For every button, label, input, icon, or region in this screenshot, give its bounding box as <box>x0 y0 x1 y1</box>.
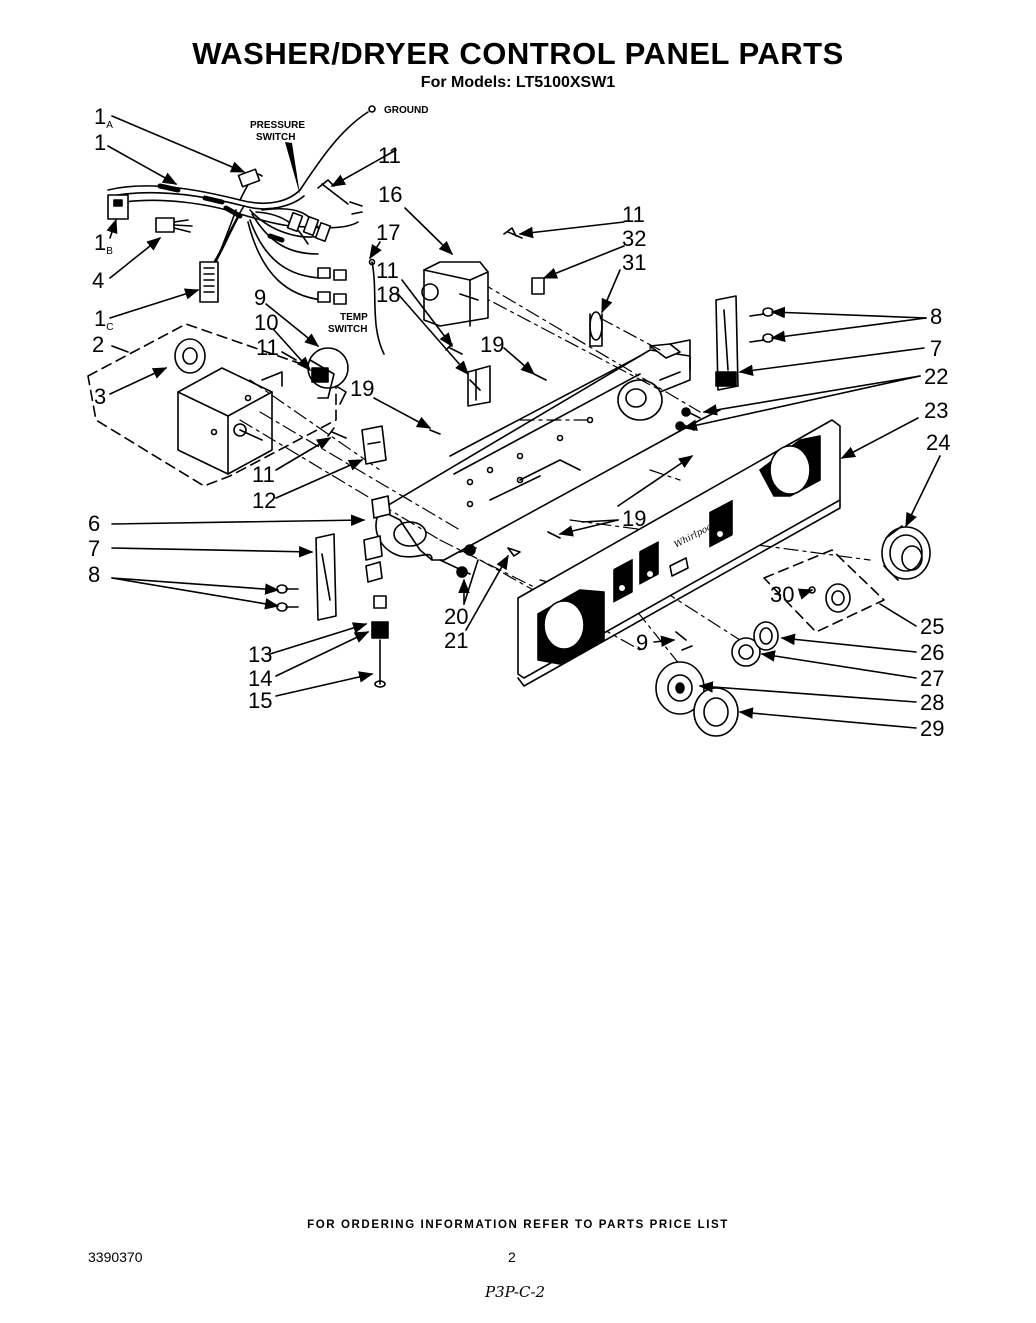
temp-switch-label-1: TEMP <box>340 312 368 323</box>
page-number: 2 <box>508 1249 516 1265</box>
callout-26: 26 <box>920 640 944 665</box>
callout-23: 23 <box>924 398 948 423</box>
callout-6: 6 <box>88 511 100 536</box>
callout-24: 24 <box>926 430 950 455</box>
callout-19-lower: 19 <box>622 506 646 531</box>
callout-31: 31 <box>622 250 646 275</box>
callout-7-right: 7 <box>930 336 942 361</box>
document-number: 3390370 <box>88 1249 143 1265</box>
callout-4: 4 <box>92 268 104 293</box>
callout-1b: 1B <box>94 230 113 257</box>
callout-11-mid: 11 <box>376 258 399 283</box>
callout-16: 16 <box>378 182 402 207</box>
callout-3: 3 <box>94 384 106 409</box>
leader-arrows <box>106 115 941 729</box>
ground-label: GROUND <box>384 105 428 116</box>
callout-29: 29 <box>920 716 944 741</box>
temp-switch <box>307 258 385 405</box>
callout-18: 18 <box>376 282 400 307</box>
callout-11-left: 11 <box>256 335 279 360</box>
callout-11-top: 11 <box>378 143 401 168</box>
callout-8-left: 8 <box>88 562 100 587</box>
callout-14: 14 <box>248 666 272 691</box>
callout-8-right: 8 <box>930 304 942 329</box>
wire-harness <box>107 105 376 305</box>
callout-10: 10 <box>254 310 278 335</box>
handwritten-reference: P3P-C-2 <box>485 1283 546 1301</box>
callout-13: 13 <box>248 642 272 667</box>
callout-17: 17 <box>376 220 400 245</box>
callout-7-left: 7 <box>88 536 100 561</box>
callout-28: 28 <box>920 690 944 715</box>
callout-2: 2 <box>92 332 104 357</box>
callout-9-upper: 9 <box>254 285 266 310</box>
callout-1: 1 <box>94 130 106 155</box>
callout-15: 15 <box>248 688 272 713</box>
pressure-switch-label-1: PRESSURE <box>250 120 305 131</box>
callout-22: 22 <box>924 364 948 389</box>
timer-assembly <box>87 323 337 487</box>
model-subtitle: For Models: LT5100XSW1 <box>420 74 616 91</box>
console-frame <box>375 339 721 575</box>
callout-30: 30 <box>770 582 794 607</box>
callout-32: 32 <box>622 226 646 251</box>
pressure-switch-label-2: SWITCH <box>256 132 295 143</box>
callout-19-upper: 19 <box>480 332 504 357</box>
callout-9-lower: 9 <box>636 630 648 655</box>
callout-12: 12 <box>252 488 276 513</box>
pressure-switch-pointer <box>285 142 300 195</box>
front-control-panel <box>517 419 841 687</box>
callout-11-lower: 11 <box>252 462 275 487</box>
screws-and-clips <box>276 179 931 737</box>
callout-25: 25 <box>920 614 944 639</box>
ordering-info-note: FOR ORDERING INFORMATION REFER TO PARTS … <box>307 1219 729 1231</box>
callout-27: 27 <box>920 666 944 691</box>
callout-1c: 1C <box>94 306 113 333</box>
callout-11-right: 11 <box>622 202 645 227</box>
callout-20: 20 <box>444 604 468 629</box>
temp-switch-label-2: SWITCH <box>328 324 367 335</box>
callout-21: 21 <box>444 628 468 653</box>
callout-1a: 1A <box>94 104 113 131</box>
callout-19-left: 19 <box>350 376 374 401</box>
page-title: WASHER/DRYER CONTROL PANEL PARTS <box>192 36 844 71</box>
